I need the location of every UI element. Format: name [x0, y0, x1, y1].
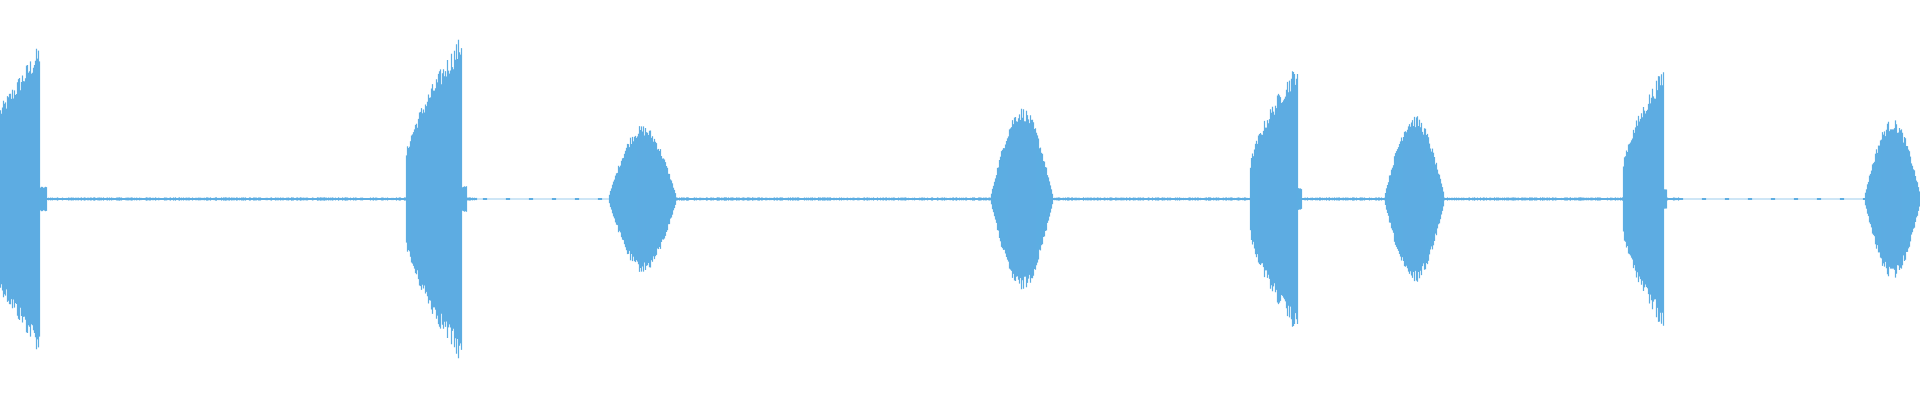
waveform-bars	[0, 39, 1920, 359]
